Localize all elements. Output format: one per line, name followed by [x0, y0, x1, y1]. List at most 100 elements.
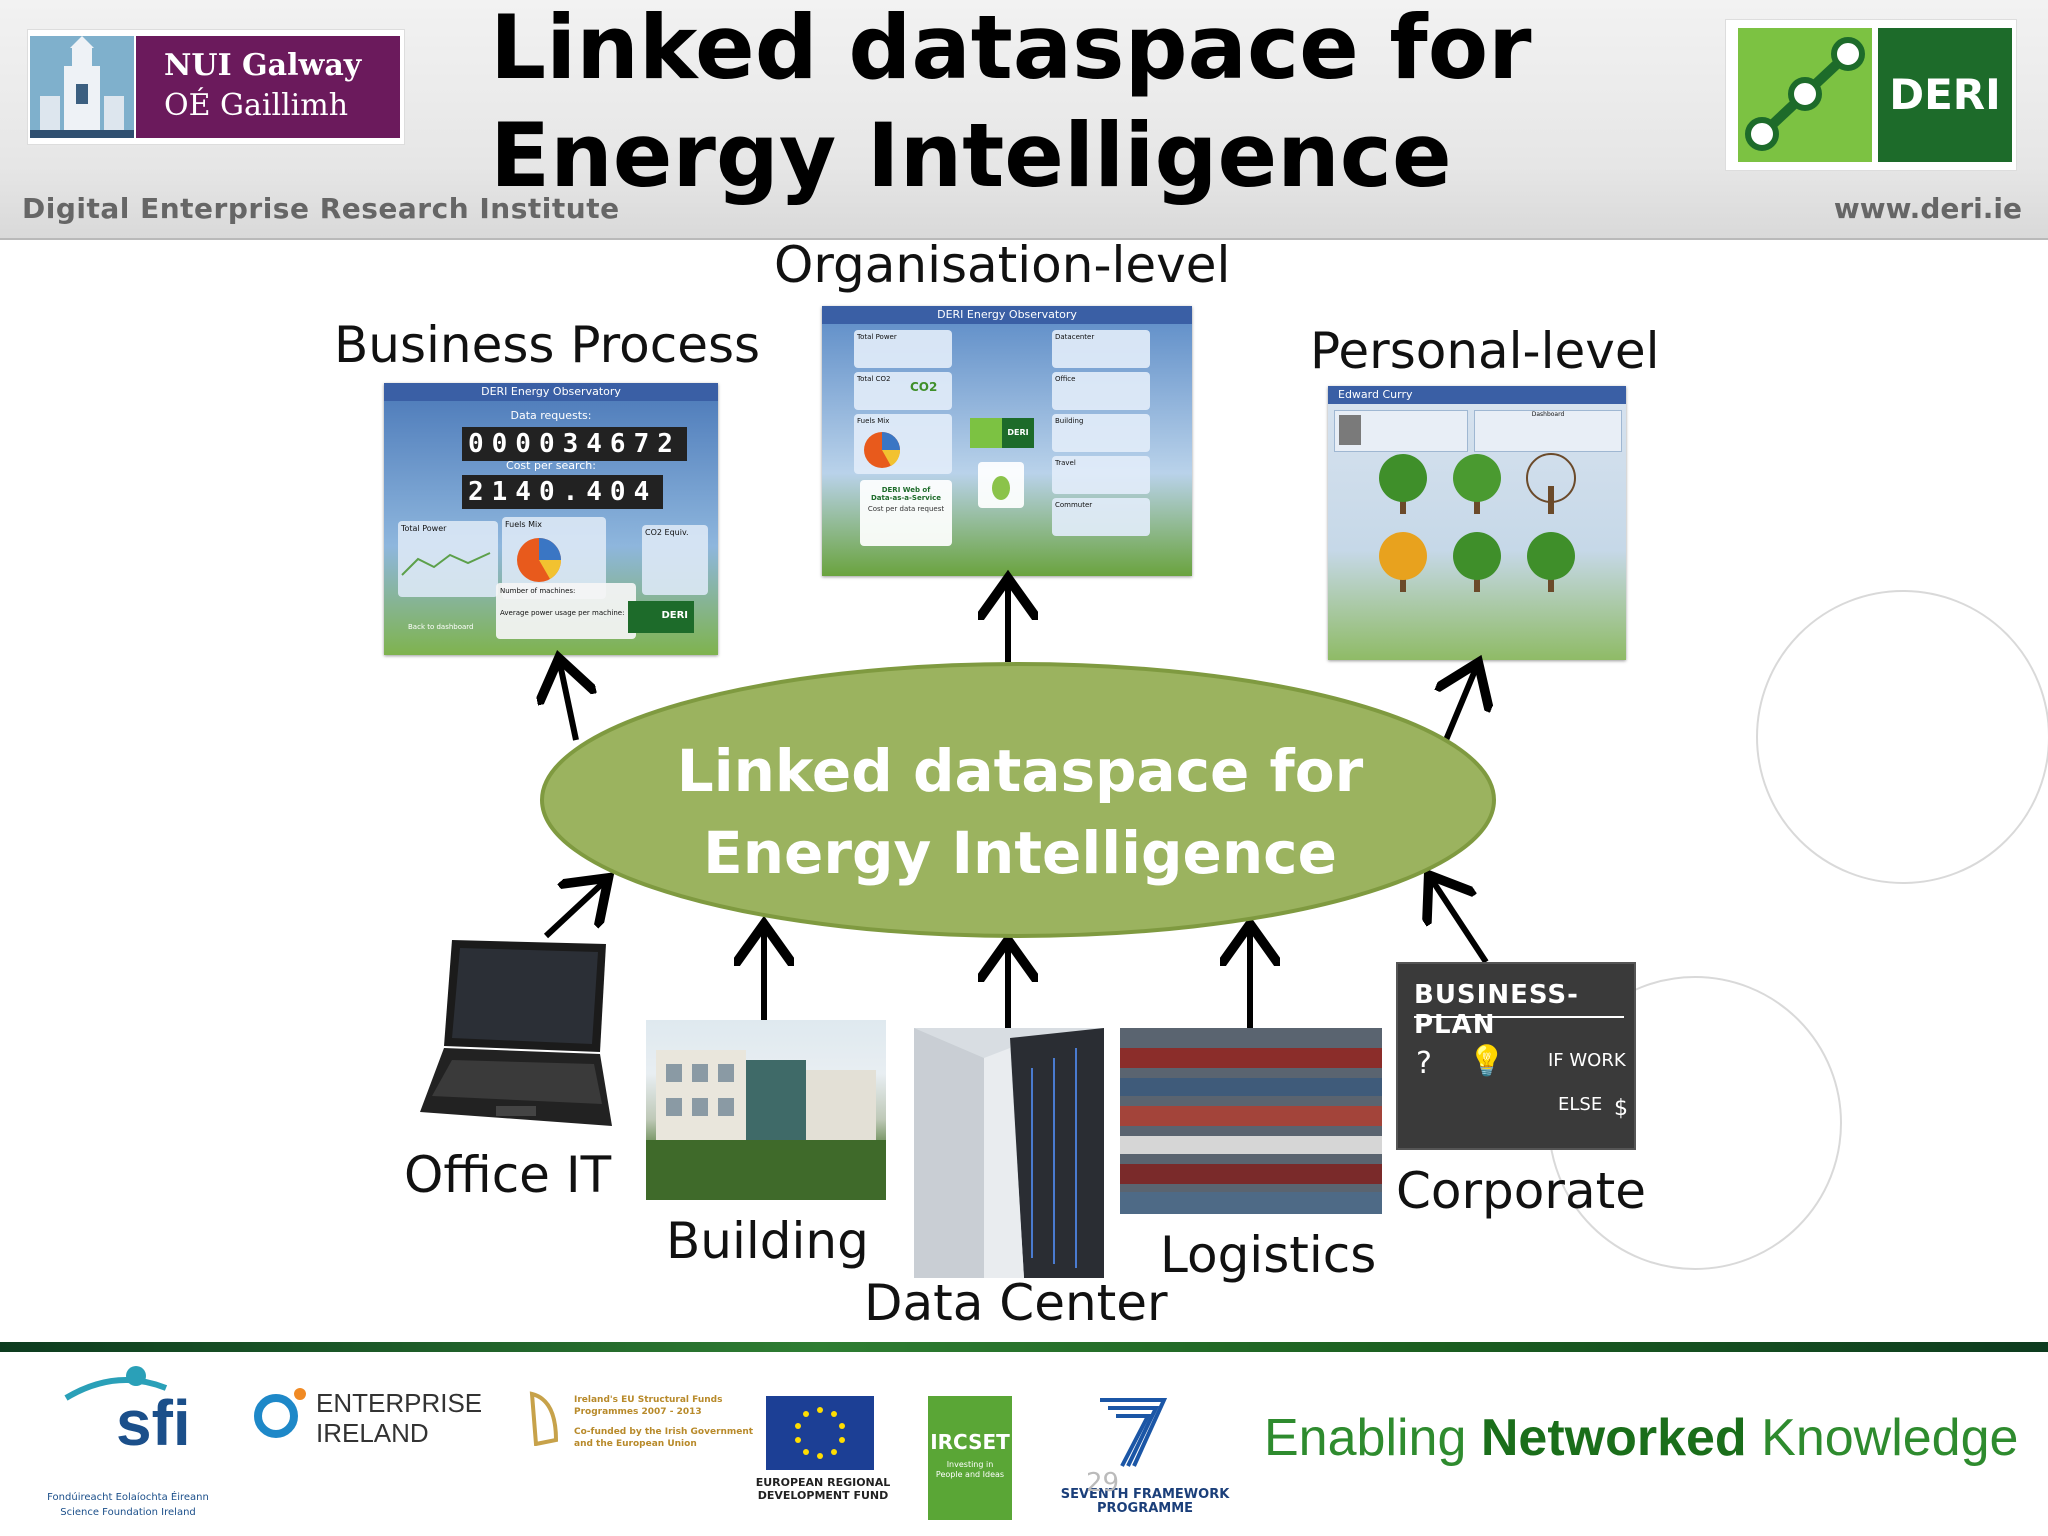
board-if: IF WORK: [1548, 1050, 1626, 1071]
label-organisation-level: Organisation-level: [774, 236, 1231, 294]
title-line1: Linked dataspace for: [490, 0, 1532, 99]
deri-network-icon: [1738, 28, 1872, 162]
building-panel: Building: [1052, 414, 1150, 452]
fp7-icon: [1094, 1392, 1174, 1472]
deri-badge: DERI: [970, 418, 1034, 448]
label-business-process: Business Process: [334, 316, 761, 374]
deri-badge-text: DERI: [1002, 418, 1034, 448]
panel-title: Fuels Mix: [857, 417, 890, 425]
fp7-2: PROGRAMME: [1096, 1501, 1194, 1516]
label-personal-level: Personal-level: [1310, 322, 1660, 380]
fuels-pie-chart: [864, 432, 901, 468]
sfi-sub2: Science Foundation Ireland: [60, 1507, 196, 1518]
arrow-from-office: [543, 882, 604, 939]
fuels-mix-panel: Fuels Mix: [854, 414, 952, 474]
power-chart: [401, 552, 491, 576]
total-power-panel: Total Power: [398, 521, 498, 597]
avatar: [1339, 415, 1361, 445]
total-power-panel: Total Power: [854, 330, 952, 368]
fuels-pie-chart: [517, 538, 561, 582]
erdf-2: DEVELOPMENT FUND: [757, 1489, 889, 1502]
machines-label: Number of machines:: [500, 587, 576, 595]
structural-4: and the European Union: [574, 1439, 697, 1449]
apple-icon: [978, 462, 1024, 508]
label-building: Building: [666, 1212, 869, 1270]
eu-flag-icon: [766, 1396, 874, 1470]
cost-label: Cost per data request: [867, 505, 945, 513]
footer-divider: [0, 1342, 2048, 1352]
personal-screenshot: Edward Curry Dashboard: [1328, 386, 1626, 660]
central-ellipse-label: Linked dataspace for Energy Intelligence: [540, 730, 1500, 894]
ellipse-line2: Energy Intelligence: [703, 819, 1337, 887]
decor-circle: [1756, 590, 2048, 884]
board-underline: [1414, 1016, 1624, 1018]
sfi-logo: sfi: [56, 1362, 206, 1482]
business-process-screenshot: DERI Energy Observatory Data requests: 0…: [384, 383, 718, 655]
structural-3: Co-funded by the Irish Government: [574, 1427, 754, 1437]
nui-name-line2: OÉ Gaillimh: [164, 88, 349, 123]
co2-badge: CO2: [910, 380, 938, 394]
ircset-logo: IRCSET Investing in People and Ideas: [928, 1396, 1012, 1520]
structural-funds-text: Ireland's EU Structural Funds Programmes…: [574, 1394, 753, 1450]
label-logistics: Logistics: [1160, 1226, 1377, 1284]
travel-panel: Travel: [1052, 456, 1150, 494]
avg-power-label: Average power usage per machine:: [500, 609, 625, 617]
screen-title: DERI Energy Observatory: [822, 306, 1192, 324]
deri-wordmark: DERI: [1878, 28, 2012, 162]
datacenter-panel: Datacenter: [1052, 330, 1150, 368]
organisation-screenshot: DERI Energy Observatory Total Power Tota…: [822, 306, 1192, 576]
requests-counter: 000034672: [462, 427, 687, 461]
enterprise-ireland-text: ENTERPRISE IRELAND: [316, 1388, 482, 1448]
fp7-text: SEVENTH FRAMEWORK PROGRAMME: [1060, 1488, 1230, 1516]
total-co2-panel: Total CO2: [854, 372, 952, 410]
logistics-image: [1120, 1028, 1382, 1214]
ei-line2: IRELAND: [316, 1418, 429, 1448]
institute-name: Digital Enterprise Research Institute: [22, 192, 620, 225]
arrow-to-personal: [1446, 668, 1476, 742]
label-office-it: Office IT: [404, 1146, 612, 1204]
board-dollar: $: [1614, 1096, 1628, 1121]
nui-crest-icon: [30, 36, 134, 138]
sfi-wordmark: sfi: [116, 1387, 191, 1459]
cost-counter: 2140.404: [462, 475, 664, 509]
ellipse-line1: Linked dataspace for: [676, 737, 1364, 805]
co2-panel: CO2 Equiv.: [642, 525, 708, 595]
tree-icon: [1526, 453, 1576, 514]
machines-panel: Number of machines: Average power usage …: [496, 583, 636, 639]
commuter-panel: Commuter: [1052, 498, 1150, 536]
structural-2: Programmes 2007 - 2013: [574, 1407, 702, 1417]
page-title: Linked dataspace for Energy Intelligence: [490, 0, 1532, 210]
enterprise-ireland-icon: [248, 1384, 308, 1444]
tagline: Enabling Networked Knowledge: [1264, 1408, 2018, 1468]
nui-name-line1: NUI Galway: [164, 48, 362, 83]
website-url[interactable]: www.deri.ie: [1833, 192, 2022, 225]
nui-name: NUI Galway OÉ Gaillimh: [136, 36, 400, 138]
screen-title: DERI Energy Observatory: [384, 383, 718, 401]
board-question: ?: [1416, 1046, 1432, 1081]
label-corporate: Corporate: [1396, 1162, 1646, 1220]
cost-label: Cost per search:: [506, 459, 596, 472]
harp-icon: [526, 1390, 562, 1447]
datacenter-image: [914, 1028, 1104, 1278]
panel-title: Fuels Mix: [505, 520, 542, 529]
tree-icon: [1527, 532, 1575, 592]
dashboard-panel: Dashboard: [1474, 410, 1622, 452]
board-title: BUSINESS-PLAN: [1414, 980, 1579, 1040]
panel-title: CO2 Equiv.: [645, 528, 689, 537]
tagline-post: Knowledge: [1746, 1409, 2019, 1467]
tree-icon: [1453, 454, 1501, 514]
structural-1: Ireland's EU Structural Funds: [574, 1395, 723, 1405]
ei-line1: ENTERPRISE: [316, 1388, 483, 1418]
lightbulb-icon: 💡: [1468, 1044, 1506, 1079]
energy-trees: [1379, 453, 1576, 592]
erdf-1: EUROPEAN REGIONAL: [755, 1476, 891, 1489]
arrow-to-business: [560, 664, 576, 741]
deri-badge: DERI: [628, 601, 694, 633]
back-link[interactable]: Back to dashboard: [408, 623, 474, 631]
screen-title: Edward Curry: [1328, 386, 1626, 404]
board-else: ELSE: [1558, 1094, 1603, 1115]
ircset-wordmark: IRCSET: [930, 1430, 1010, 1454]
fp7-1: SEVENTH FRAMEWORK: [1060, 1487, 1230, 1502]
sponsor-footer: [0, 1352, 2048, 1536]
